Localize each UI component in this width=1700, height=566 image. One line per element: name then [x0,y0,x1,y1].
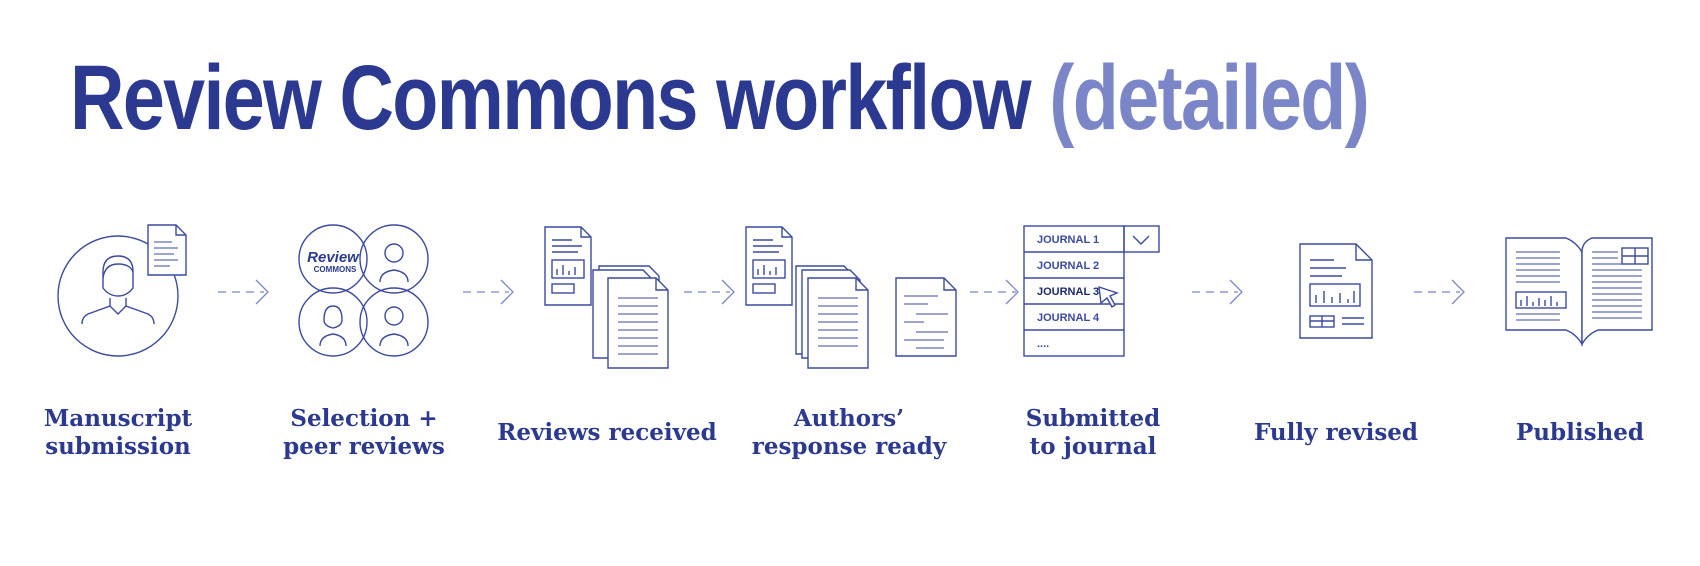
step-label-published: Published [1516,419,1644,446]
cursor-icon [1098,285,1119,309]
person-with-document-icon [57,224,187,357]
step-label-selection-peer-reviews: Selection + peer reviews [283,405,445,460]
step-label-submitted-to-journal: Submitted to journal [1025,405,1161,460]
arrow-icon-4 [970,279,1019,305]
step-label-manuscript-submission: Manuscript submission [43,405,193,460]
page-title: Review Commons workflow (detailed) [70,52,1370,144]
logo-review-text: Review [307,249,360,266]
journal-option-1: JOURNAL 1 [1037,234,1099,246]
journal-option-2: JOURNAL 2 [1037,260,1099,272]
step-label-reviews-received: Reviews received [497,419,717,446]
review-commons-reviewers-icon: Review COMMONS [298,224,429,357]
step-arrows [218,279,1465,305]
journal-option-3: JOURNAL 3 [1037,286,1099,298]
reviews-and-response-icon [745,226,957,369]
stacked-reviews-icon [544,226,669,369]
title-main: Review Commons workflow [70,47,1032,149]
step-label-authors-response-ready: Authors’ response ready [751,405,947,460]
arrow-icon-6 [1414,279,1465,305]
logo-commons-text: COMMONS [314,265,357,274]
journal-option-more: .... [1037,338,1049,350]
title-sub: (detailed) [1049,47,1370,149]
arrow-icon-5 [1192,279,1243,305]
arrow-icon-1 [218,279,269,305]
revised-document-icon [1299,243,1373,339]
journal-dropdown-icon: JOURNAL 1 JOURNAL 2 JOURNAL 3 JOURNAL 4 … [1023,225,1160,357]
open-journal-icon [1505,237,1653,347]
journal-option-4: JOURNAL 4 [1037,312,1100,324]
arrow-icon-2 [463,279,514,305]
step-label-fully-revised: Fully revised [1253,419,1418,446]
arrow-icon-3 [684,279,735,305]
